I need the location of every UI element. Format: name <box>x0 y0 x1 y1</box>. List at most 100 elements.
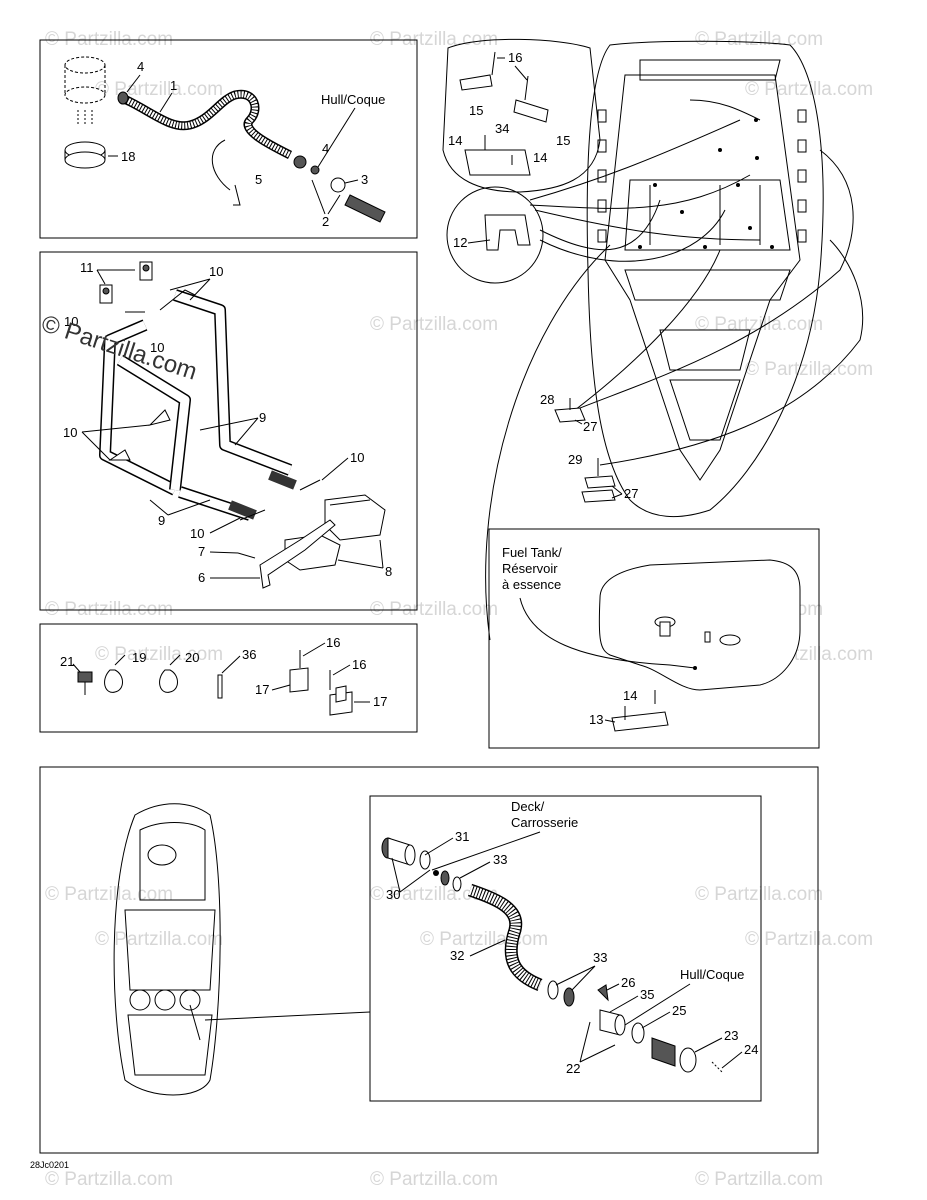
callout-29: 29 <box>568 452 582 467</box>
hull-fitting <box>547 980 723 1073</box>
watermark: © Partzilla.com <box>45 1169 173 1190</box>
hose-loop <box>100 320 178 495</box>
watermark: © Partzilla.com <box>370 884 498 905</box>
callout-10: 10 <box>150 340 164 355</box>
callout-15: 15 <box>469 103 483 118</box>
fuel-tank <box>598 559 801 691</box>
hose-clamp <box>293 155 307 169</box>
vent-fitting <box>344 194 386 223</box>
watermark: © Partzilla.com <box>95 79 223 100</box>
callout-22: 22 <box>566 1061 580 1076</box>
callout-21: 21 <box>60 654 74 669</box>
pads-27: 28 27 29 27 <box>540 392 638 503</box>
callout-6: 6 <box>198 570 205 585</box>
cable-ties <box>108 289 321 521</box>
callout-35: 35 <box>640 987 654 1002</box>
callout-16: 16 <box>508 50 522 65</box>
watermark: © Partzilla.com <box>45 884 173 905</box>
callout-4: 4 <box>137 59 144 74</box>
clamp-part <box>64 141 106 169</box>
callout-17: 17 <box>373 694 387 709</box>
vent-hose <box>118 89 293 160</box>
callout-24: 24 <box>744 1042 758 1057</box>
detail-pads: 16 15 15 34 14 14 <box>442 38 601 193</box>
figure-code: 28Jc0201 <box>30 1160 69 1170</box>
callout-26: 26 <box>621 975 635 990</box>
callout-32: 32 <box>450 948 464 963</box>
rivet-36 <box>217 674 223 699</box>
hose-clamp <box>117 91 129 105</box>
callout-10: 10 <box>209 264 223 279</box>
callout-11: 11 <box>80 260 94 275</box>
callout-17: 17 <box>255 682 269 697</box>
callout-18: 18 <box>121 149 135 164</box>
drain-hose <box>468 885 542 990</box>
hose-loop <box>173 290 292 475</box>
callout-30: 30 <box>386 887 400 902</box>
callout-15: 15 <box>556 133 570 148</box>
callout-27: 27 <box>583 419 597 434</box>
panel-fasteners: 21 19 20 36 16 16 17 17 <box>39 623 418 733</box>
elbow-connector <box>99 261 153 304</box>
callout-5: 5 <box>255 172 262 187</box>
callout-2: 2 <box>322 214 329 229</box>
callout-10: 10 <box>190 526 204 541</box>
callout-27: 27 <box>624 486 638 501</box>
callout-10: 10 <box>350 450 364 465</box>
panel-vent-hose: 4 1 18 Hull/Coque 4 3 5 2 <box>39 39 418 239</box>
panel-frame <box>39 39 418 239</box>
watermark: © Partzilla.com <box>695 884 823 905</box>
hull-slots <box>597 109 807 243</box>
hull-outline <box>586 40 824 518</box>
fuel-tank-label: Fuel Tank/ <box>502 545 562 560</box>
attachment-points <box>638 118 774 249</box>
carrosserie-label: Carrosserie <box>511 815 578 830</box>
watermark: © Partzilla.com <box>695 1169 823 1190</box>
callout-4: 4 <box>322 141 329 156</box>
panel-frame <box>39 766 819 1154</box>
watermark: © Partzilla.com <box>695 29 823 50</box>
callout-13: 13 <box>589 712 603 727</box>
panel-frame <box>39 251 418 611</box>
hull-top-view <box>485 40 864 641</box>
panel-frame <box>39 623 418 733</box>
watermark: © Partzilla.com <box>370 314 498 335</box>
callout-28: 28 <box>540 392 554 407</box>
callout-10: 10 <box>64 314 78 329</box>
callout-25: 25 <box>672 1003 686 1018</box>
foam-block <box>484 214 531 251</box>
callout-33: 33 <box>493 852 507 867</box>
watermark: © Partzilla.com <box>745 79 873 100</box>
callout-19: 19 <box>132 650 146 665</box>
hull-label: Hull/Coque <box>321 92 385 107</box>
container-part <box>64 56 106 125</box>
callout-20: 20 <box>185 650 199 665</box>
bracket <box>259 519 336 589</box>
cable-tie-20 <box>159 654 181 693</box>
callout-34: 34 <box>495 121 509 136</box>
hull-label: Hull/Coque <box>680 967 744 982</box>
callout-31: 31 <box>455 829 469 844</box>
callout-8: 8 <box>385 564 392 579</box>
callout-14: 14 <box>533 150 547 165</box>
tank-bay <box>624 179 791 251</box>
watermark: © Partzilla.com <box>745 929 873 950</box>
watermark: © Partzilla.com <box>420 929 548 950</box>
callout-7: 7 <box>198 544 205 559</box>
panel-frame <box>488 528 820 749</box>
reservoir-label: Réservoir <box>502 561 558 576</box>
watermark: © Partzilla.com <box>370 1169 498 1190</box>
essence-label: à essence <box>502 577 561 592</box>
support-clamp <box>284 494 386 571</box>
callout-14: 14 <box>448 133 462 148</box>
pad-13 <box>611 711 669 732</box>
panel-hose-loops: 11 10 10 10 9 10 10 9 10 7 6 8 © Partzil… <box>38 251 418 611</box>
callout-33: 33 <box>593 950 607 965</box>
callout-10: 10 <box>63 425 77 440</box>
rivet <box>237 552 256 559</box>
deck-label: Deck/ <box>511 799 545 814</box>
watermark-main: © Partzilla.com <box>38 310 200 386</box>
screw-21 <box>77 671 93 695</box>
bracket-17b <box>329 670 353 716</box>
